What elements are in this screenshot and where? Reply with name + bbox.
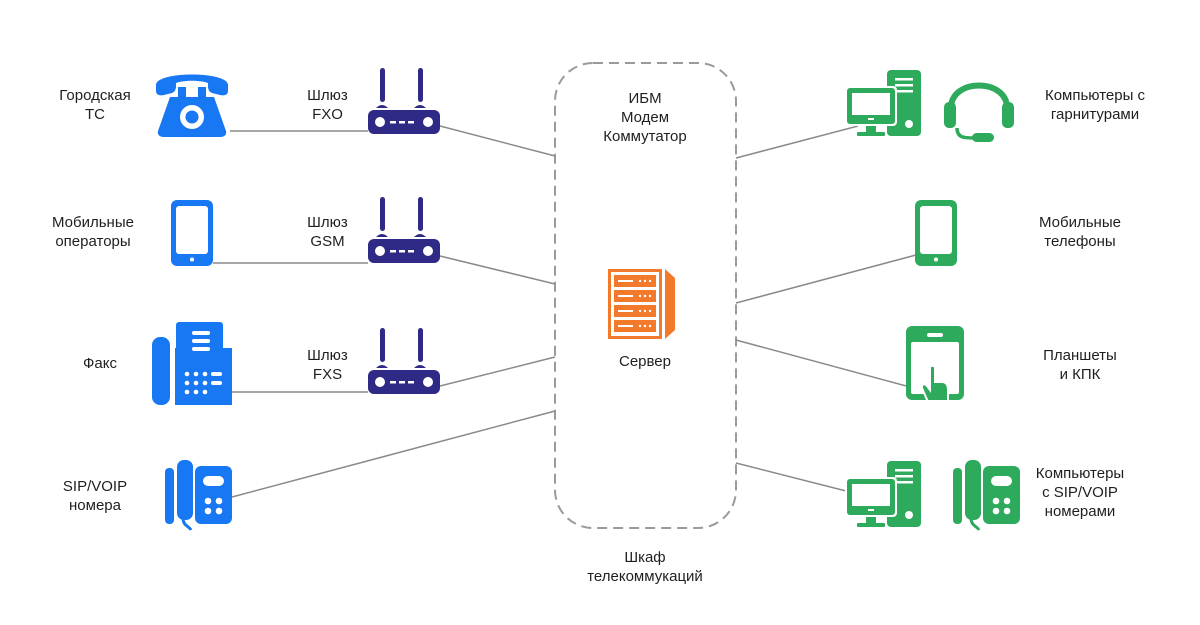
- cabinet-equipment-labels: ИБМ Модем Коммутатор: [603, 90, 687, 145]
- rotary-phone-icon: [156, 74, 228, 137]
- label-tablets: Планшеты и КПК: [1043, 347, 1117, 383]
- line-cabinet-pc-sip: [735, 462, 851, 493]
- label-sip-voip: SIP/VOIP номера: [62, 478, 128, 514]
- tablet-icon: [906, 326, 964, 400]
- server-label: Сервер: [618, 353, 671, 370]
- router-icon-gsm: [368, 197, 440, 263]
- line-fxs-cabinet: [439, 356, 556, 387]
- label-gateway-fxs: Шлюз FXS: [307, 347, 348, 383]
- label-city-pbx: Городская ТС: [59, 87, 131, 123]
- fax-icon: [152, 322, 232, 405]
- label-pc-headset: Компьютеры с гарнитурами: [1044, 87, 1146, 123]
- router-icon-fxo: [368, 68, 440, 134]
- label-mobile-phones: Мобильные телефоны: [1039, 214, 1121, 250]
- line-cabinet-pc-headset: [735, 125, 859, 159]
- ip-phone-icon: [165, 460, 232, 531]
- router-icon-fxs: [368, 328, 440, 394]
- label-pc-sip: Компьютеры с SIP/VOIP номерами: [1035, 465, 1125, 520]
- computer-icon-headset-row: [845, 70, 921, 136]
- line-gsm-cabinet: [439, 255, 556, 285]
- cabinet-caption: Шкаф телекоммукаций: [587, 549, 703, 585]
- server-rack-icon: [608, 269, 675, 339]
- smartphone-icon-green: [915, 200, 957, 266]
- label-fax: Факс: [83, 355, 117, 372]
- computer-icon-sip-row: [845, 461, 921, 527]
- line-sip-cabinet: [231, 410, 556, 498]
- label-gateway-fxo: Шлюз FXO: [307, 87, 348, 123]
- ip-phone-icon-green: [953, 460, 1020, 531]
- telecom-cabinet-border: [554, 62, 737, 529]
- label-mobile-operators: Мобильные операторы: [52, 214, 134, 250]
- line-fxo-cabinet: [439, 125, 556, 157]
- label-gateway-gsm: Шлюз GSM: [307, 214, 348, 250]
- headset-icon: [944, 82, 1014, 142]
- line-cabinet-mobile: [735, 254, 917, 304]
- smartphone-icon: [171, 200, 213, 266]
- line-cabinet-tablet: [735, 339, 911, 388]
